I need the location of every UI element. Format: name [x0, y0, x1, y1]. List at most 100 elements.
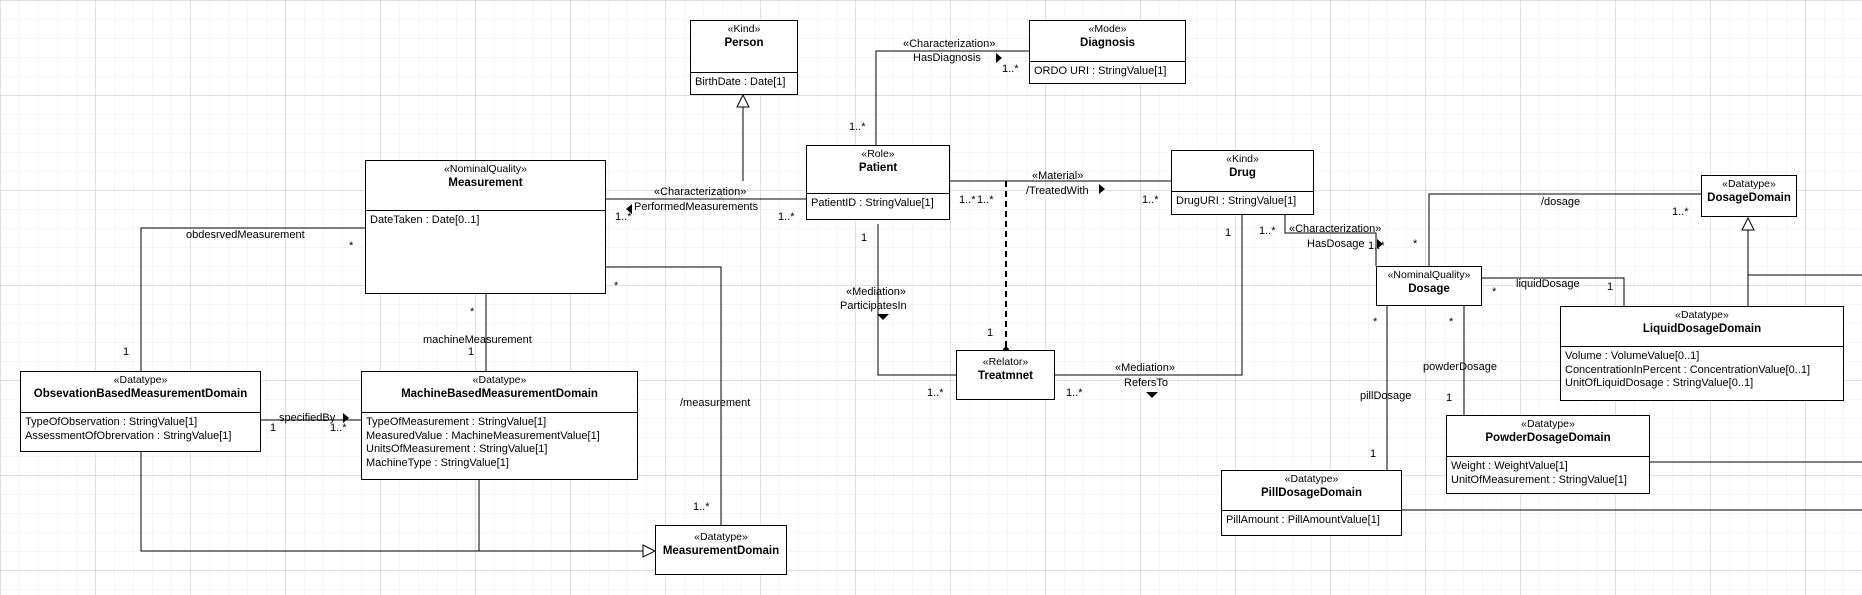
person-stereotype: «Kind»	[727, 23, 761, 35]
label-pill-role: pillDosage	[1360, 390, 1412, 402]
label-mult-machine-b: 1	[468, 346, 475, 358]
observation-name: ObsevationBasedMeasurementDomain	[33, 388, 248, 400]
label-mult-mat-right: 1..*	[1142, 194, 1159, 206]
label-mult-spec-left: 1	[270, 422, 277, 434]
drug-attr: DrugURI : StringValue[1]	[1176, 195, 1297, 207]
class-measurement-domain[interactable]: «Datatype»MeasurementDomain	[655, 525, 787, 575]
label-mult-med1-top: 1	[861, 232, 868, 244]
class-liquid-dosage-domain[interactable]: «Datatype»LiquidDosageDomain Volume : Vo…	[1560, 306, 1844, 401]
machine-name: MachineBasedMeasurementDomain	[401, 388, 598, 400]
measurement-measdomain-line	[606, 266, 722, 525]
label-mult-meas-left: 1..*	[615, 211, 632, 223]
drug-name: Drug	[1229, 167, 1256, 179]
label-mult-spec-right: 1..*	[330, 422, 347, 434]
class-observation-domain[interactable]: «Datatype» ObsevationBasedMeasurementDoma…	[20, 371, 261, 452]
label-mult-mat-left: 1..*	[959, 194, 976, 206]
refersto-direction-arrow	[1146, 392, 1158, 398]
patient-treatment-line	[877, 224, 956, 376]
label-mult-liquid-a: *	[1492, 286, 1497, 298]
dosage-name: Dosage	[1408, 283, 1450, 295]
machine-generalization	[478, 480, 655, 551]
label-char-dos-stereo: «Characterization»	[1289, 223, 1382, 235]
label-dosage-role: /dosage	[1541, 196, 1581, 208]
label-mult-pill-b: 1	[1370, 448, 1377, 460]
treatment-stereotype: «Relator»	[982, 356, 1029, 368]
label-med2-name: RefersTo	[1124, 377, 1169, 389]
class-patient[interactable]: «Role» Patient PatientID : StringValue[1]	[806, 145, 950, 220]
label-mult-machine-a: *	[470, 306, 475, 318]
powder-name: PowderDosageDomain	[1485, 432, 1611, 444]
label-liquid-role: liquidDosage	[1516, 278, 1580, 290]
dosagedomain-name: DosageDomain	[1707, 192, 1791, 204]
hasdosage-direction-arrow	[1377, 239, 1383, 249]
treatment-name: Treatmnet	[978, 370, 1033, 382]
class-person[interactable]: «Kind» Person BirthDate : Date[1]	[690, 20, 798, 95]
measurement-name: Measurement	[448, 177, 523, 189]
label-mult-pill-a: *	[1373, 316, 1378, 328]
label-mult-obs-b: 1	[123, 346, 130, 358]
dosage-liquid-line	[1466, 277, 1625, 306]
powder-stereotype: «Datatype»	[1521, 418, 1575, 430]
patient-name: Patient	[858, 162, 898, 174]
observation-stereotype: «Datatype»	[113, 374, 168, 386]
label-mult-pat-diag: 1..*	[849, 121, 866, 133]
class-treatment[interactable]: «Relator» Treatmnet	[956, 350, 1055, 400]
label-mult-drug-dos: 1..*	[1259, 225, 1276, 237]
label-mult-measrole-b: 1..*	[693, 501, 710, 513]
label-mult-dosage-a: *	[1413, 238, 1418, 250]
drug-stereotype: «Kind»	[1226, 153, 1259, 165]
label-specified-name: specifiedBy	[279, 412, 336, 424]
patient-attr: PatientID : StringValue[1]	[811, 197, 934, 209]
drug-treatment-line	[1055, 215, 1243, 376]
label-material-stereo: «Material»	[1032, 170, 1084, 182]
machine-attr-type: TypeOfMeasurement : StringValue[1]	[366, 416, 547, 428]
drug-dosage-line	[1284, 215, 1377, 266]
label-mult-dos-drug: 1..*	[1368, 240, 1385, 252]
person-name: Person	[724, 37, 764, 49]
pill-attr-amount: PillAmount : PillAmountValue[1]	[1226, 514, 1380, 526]
class-diagnosis[interactable]: «Mode»Diagnosis ORDO URI : StringValue[1…	[1029, 20, 1186, 84]
label-mult-liquid-b: 1	[1607, 281, 1614, 293]
measdomain-stereotype: «Datatype»	[694, 531, 748, 543]
label-char-meas-name: PerformedMeasurements	[634, 201, 759, 213]
treatedwith-direction-arrow	[1099, 184, 1105, 194]
label-material-name: /TreatedWith	[1026, 185, 1089, 197]
label-mult-powder-a: *	[1449, 316, 1454, 328]
machine-attr-machinetype: MachineType : StringValue[1]	[366, 456, 509, 469]
label-powder-role: powderDosage	[1423, 361, 1497, 373]
performed-direction-arrow	[626, 204, 632, 214]
diagnosis-attr: ORDO URI : StringValue[1]	[1034, 65, 1167, 77]
participatesin-direction-arrow	[877, 314, 889, 320]
class-drug[interactable]: «Kind» Drug DrugURI : StringValue[1]	[1171, 150, 1314, 215]
liquid-attr-concentration: ConcentrationInPercent : ConcentrationVa…	[1565, 363, 1811, 376]
label-mult-powder-b: 1	[1446, 392, 1453, 404]
label-mult-mat-left2: 1..*	[977, 194, 994, 206]
measurement-observation-line	[140, 227, 365, 371]
class-machine-domain[interactable]: «Datatype»MachineBasedMeasurementDomain …	[361, 371, 638, 480]
person-attr: BirthDate : Date[1]	[695, 76, 786, 88]
powder-attr-unit: UnitOfMeasurement : StringValue[1]	[1451, 473, 1627, 486]
label-char-dos-name: HasDosage	[1307, 238, 1365, 250]
label-char-meas-stereo: «Characterization»	[654, 186, 747, 198]
class-pill-dosage-domain[interactable]: «Datatype»PillDosageDomain PillAmount : …	[1221, 470, 1402, 536]
label-mult-meas-right: 1..*	[778, 211, 795, 223]
powder-attr-weight: Weight : WeightValue[1]	[1451, 460, 1568, 472]
dosagedomain-stereotype: «Datatype»	[1722, 178, 1776, 190]
label-mult-med1-bottom: 1..*	[927, 387, 944, 399]
label-med1-stereo: «Mediation»	[846, 286, 906, 298]
label-meas-role: /measurement	[680, 397, 751, 409]
patient-stereotype: «Role»	[861, 148, 895, 160]
label-char-diag-stereo: «Characterization»	[903, 38, 996, 50]
liquid-attr-volume: Volume : VolumeValue[0..1]	[1565, 350, 1700, 362]
label-char-diag-name: HasDiagnosis	[913, 52, 981, 64]
class-dosage[interactable]: «NominalQuality» Dosage	[1376, 266, 1482, 306]
class-measurement[interactable]: «NominalQuality»Measurement DateTaken : …	[365, 160, 606, 294]
liquid-attr-unit: UnitOfLiquidDosage : StringValue[0..1]	[1565, 377, 1754, 389]
machine-attr-value: MeasuredValue : MachineMeasurementValue[…	[366, 429, 600, 442]
diagnosis-name: Diagnosis	[1080, 37, 1135, 49]
class-powder-dosage-domain[interactable]: «Datatype» PowderDosageDomain Weight : We…	[1446, 415, 1650, 494]
label-mult-obs-a: *	[349, 240, 354, 252]
dosage-stereotype: «NominalQuality»	[1387, 269, 1471, 281]
class-dosage-domain[interactable]: «Datatype» DosageDomain	[1701, 175, 1797, 217]
